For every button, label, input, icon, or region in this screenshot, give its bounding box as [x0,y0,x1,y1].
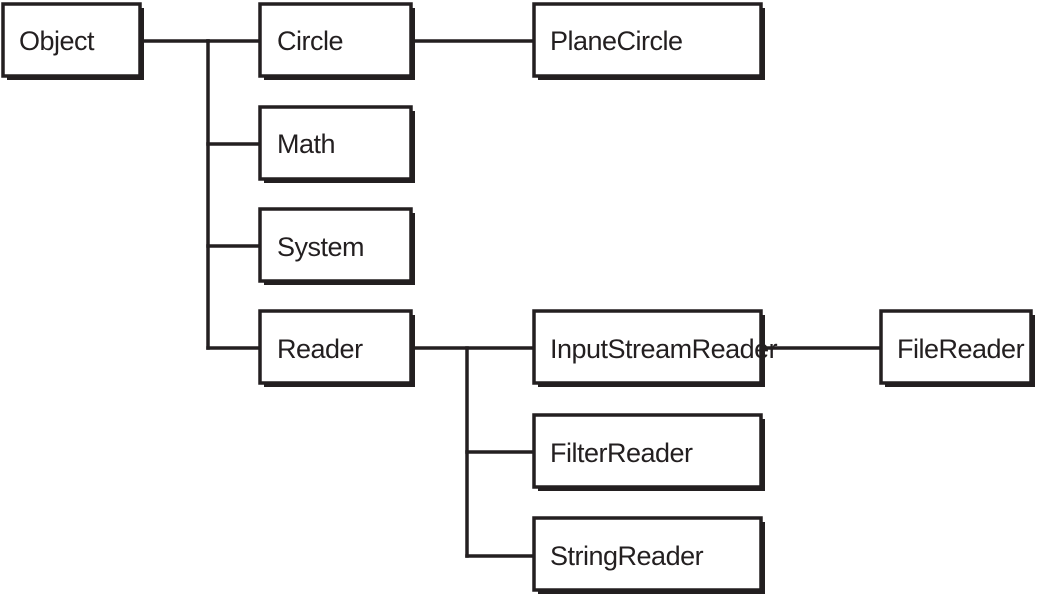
node-math: Math [258,105,415,183]
node-planecircle: PlaneCircle [532,2,765,80]
node-system: System [258,207,415,285]
node-circle: Circle [258,2,415,80]
node-system-label: System [277,232,364,262]
node-inputstreamreader: InputStreamReader [532,309,778,387]
node-object-label: Object [19,26,95,56]
node-inputstreamreader-label: InputStreamReader [550,334,778,364]
node-circle-label: Circle [277,26,343,56]
node-filterreader-label: FilterReader [550,438,693,468]
node-planecircle-label: PlaneCircle [550,26,683,56]
connectors [140,39,883,558]
node-filereader: FileReader [879,309,1035,387]
node-stringreader-label: StringReader [550,541,704,571]
node-object: Object [1,2,144,80]
node-filterreader: FilterReader [532,413,765,491]
node-stringreader: StringReader [532,516,765,594]
node-reader: Reader [258,309,415,387]
node-reader-label: Reader [277,334,363,364]
node-filereader-label: FileReader [897,334,1025,364]
node-math-label: Math [277,129,335,159]
